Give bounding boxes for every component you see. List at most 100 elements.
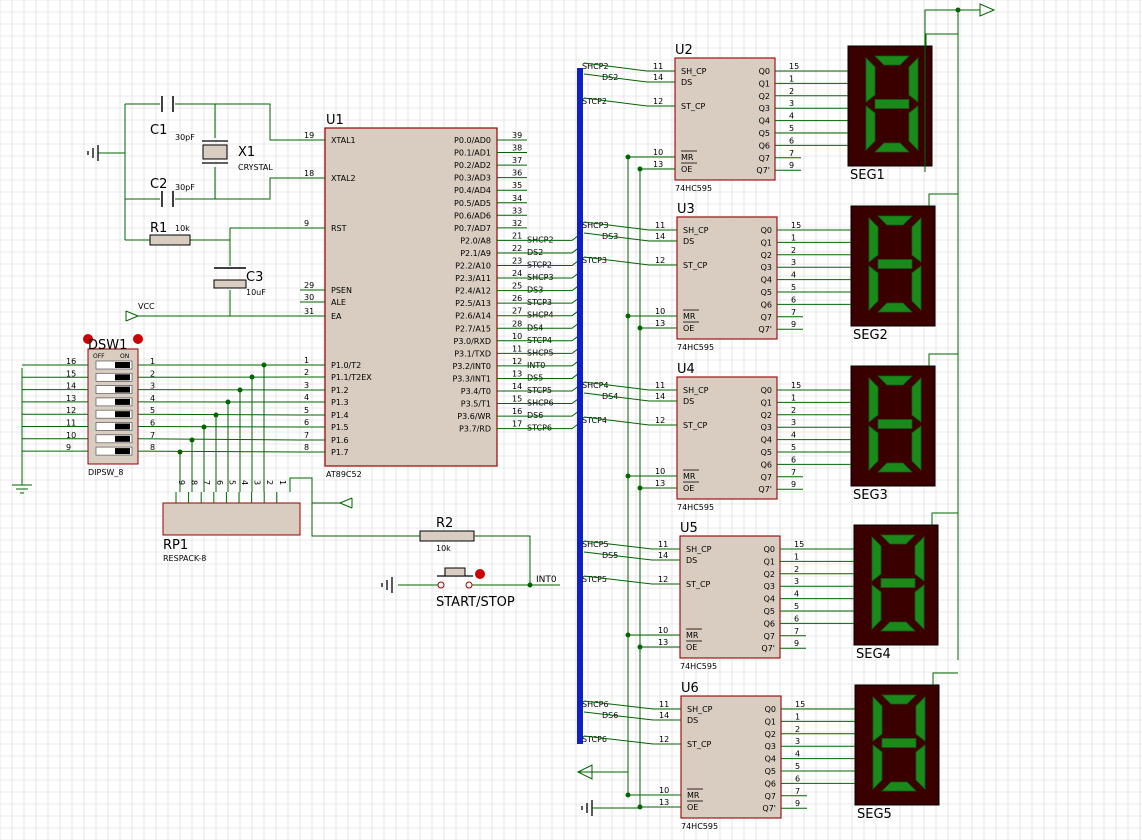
register-pin-number: 10: [658, 626, 668, 635]
seven-segment-display-seg3[interactable]: SEG3: [803, 353, 958, 503]
u1-pin-name: ALE: [331, 298, 346, 307]
register-pin-name: Q5: [761, 288, 772, 297]
register-pin-number: 10: [655, 307, 665, 316]
register-pin-name: Q7: [765, 792, 776, 801]
capacitor-c1[interactable]: C1 30pF: [150, 96, 195, 142]
register-pin-number: 2: [794, 565, 799, 574]
register-pin-name: Q1: [764, 557, 775, 566]
ground-arrow-icon: [576, 764, 593, 780]
register-net-label: SHCP3: [582, 221, 609, 230]
register-pin-name: Q7': [758, 325, 772, 334]
register-ref-label: U2: [675, 43, 693, 58]
register-net-label: STCP4: [582, 416, 607, 425]
u1-pin-name: P0.6/AD6: [454, 211, 491, 220]
rp1-pin-number: 2: [265, 480, 274, 485]
register-pin-name: Q3: [764, 582, 775, 591]
u1-pin-name: P0.2/AD2: [454, 161, 491, 170]
register-ref-label: U4: [677, 362, 695, 377]
register-pin-name: OE: [683, 324, 694, 333]
display-ref-label: SEG4: [856, 647, 891, 662]
register-pin-number: 5: [791, 443, 796, 452]
rp1-ref-label: RP1: [163, 538, 188, 553]
resistor-r1[interactable]: R1 10k: [149, 221, 191, 246]
seven-segment-display-seg5[interactable]: SEG5: [807, 672, 958, 822]
dsw-right-pin: 2: [150, 369, 155, 378]
register-pin-name: Q6: [761, 300, 772, 309]
register-pin-number: 15: [794, 540, 804, 549]
u1-pin-name: P1.3: [331, 398, 349, 407]
u1-pin-name: P3.0/RXD: [454, 337, 491, 346]
dsw-right-pin: 6: [150, 419, 155, 428]
register-pin-name: Q7': [756, 166, 770, 175]
u1-pin-name: P1.5: [331, 423, 349, 432]
register-pin-number: 3: [789, 99, 794, 108]
resistor-r2[interactable]: R2 10k: [419, 516, 531, 585]
u1-pin-name: P2.4/A12: [455, 287, 491, 296]
register-pin-number: 2: [791, 246, 796, 255]
shift-register-u4[interactable]: U474HC59511SH_CPSHCP414DSDS412ST_CPSTCP4…: [582, 362, 803, 808]
register-pin-number: 12: [659, 735, 669, 744]
register-pin-name: DS: [686, 556, 697, 565]
dsw-left-pin: 9: [66, 443, 71, 452]
vcc-label: VCC: [138, 302, 155, 311]
u1-pin-name: P3.3/INT1: [452, 374, 491, 383]
x1-part-label: CRYSTAL: [238, 163, 273, 172]
u1-pin-name: P1.2: [331, 386, 349, 395]
register-part-label: 74HC595: [675, 184, 712, 193]
register-pin-number: 7: [794, 627, 799, 636]
capacitor-c2[interactable]: C2 30pF: [150, 177, 195, 207]
register-pin-number: 5: [791, 283, 796, 292]
register-pin-number: 9: [791, 320, 796, 329]
u1-pin-number: 38: [512, 144, 522, 153]
seven-segment-display-seg4[interactable]: SEG4: [806, 512, 958, 662]
dsw-left-pin: 16: [66, 357, 76, 366]
register-pin-number: 14: [659, 711, 669, 720]
register-part-label: 74HC595: [677, 343, 714, 352]
register-pin-name: Q3: [761, 263, 772, 272]
u1-pin-name: P1.7: [331, 448, 349, 457]
shift-register-u3[interactable]: U374HC59511SH_CPSHCP314DSDS312ST_CPSTCP3…: [582, 202, 803, 808]
register-pin-name: DS: [681, 78, 692, 87]
start-stop-button[interactable]: START/STOP INT0: [398, 567, 560, 610]
dsw-on-label: ON: [120, 353, 129, 360]
u1-pin-name: XTAL2: [331, 174, 356, 183]
dsw-right-pin: 8: [150, 443, 155, 452]
power-arrow-icon: [979, 3, 996, 17]
capacitor-c3[interactable]: C3 10uF: [213, 267, 266, 297]
register-pin-number: 11: [655, 221, 665, 230]
register-part-label: 74HC595: [680, 662, 717, 671]
shift-register-u2[interactable]: U274HC59511SH_CPSHCP214DSDS212ST_CPSTCP2…: [582, 43, 801, 808]
u1-pin-number: 17: [512, 420, 522, 429]
register-pin-number: 4: [794, 590, 799, 599]
c2-ref-label: C2: [150, 177, 167, 192]
u1-pin-name: P0.5/AD5: [454, 199, 491, 208]
u1-pin-number: 32: [512, 219, 522, 228]
mcu-at89c52[interactable]: U1 AT89C52 19XTAL118XTAL29RST29PSEN30ALE…: [300, 113, 581, 479]
seven-segment-display-seg1[interactable]: SEG1: [801, 33, 958, 183]
register-pin-name: ST_CP: [687, 740, 712, 749]
register-pin-number: 10: [655, 467, 665, 476]
u1-pin-number: 33: [512, 206, 522, 215]
register-pin-number: 14: [653, 73, 663, 82]
c2-value-label: 30pF: [175, 183, 195, 192]
shift-register-u5[interactable]: U574HC59511SH_CPSHCP514DSDS512ST_CPSTCP5…: [582, 521, 806, 808]
register-pin-number: 12: [653, 97, 663, 106]
register-pin-name: Q4: [761, 436, 772, 445]
register-pin-number: 6: [794, 614, 799, 623]
seven-segment-display-seg2[interactable]: SEG2: [803, 193, 958, 343]
dsw-right-pin: 1: [150, 357, 155, 366]
shift-register-u6[interactable]: U674HC59511SH_CPSHCP614DSDS612ST_CPSTCP6…: [582, 681, 807, 831]
register-pin-number: 10: [659, 786, 669, 795]
register-pin-number: 12: [655, 416, 665, 425]
register-net-label: STCP2: [582, 97, 607, 106]
register-pin-name: OE: [683, 484, 694, 493]
crystal-x1[interactable]: X1 CRYSTAL: [202, 140, 273, 172]
register-net-label: STCP5: [582, 575, 607, 584]
register-pin-number: 12: [655, 256, 665, 265]
r1-ref-label: R1: [150, 221, 167, 236]
dsw-right-pin: 5: [150, 406, 155, 415]
